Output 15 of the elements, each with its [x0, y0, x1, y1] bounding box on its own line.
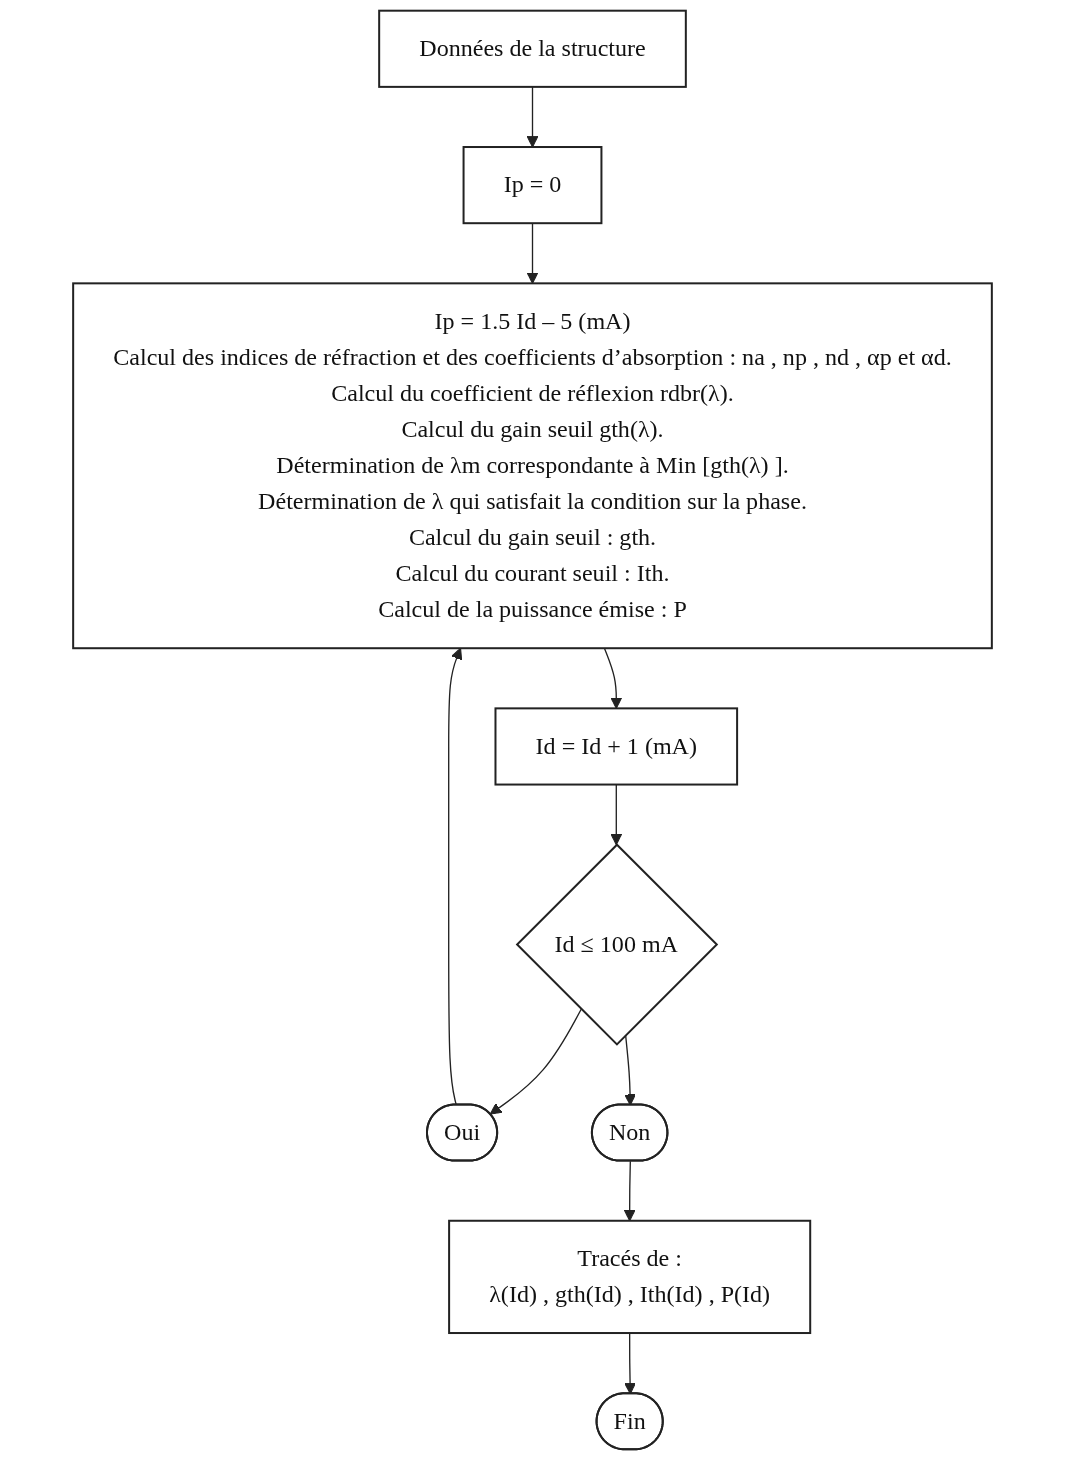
arrow: [526, 86, 539, 148]
arrow: [526, 222, 539, 284]
arrow: [624, 1034, 636, 1106]
node-box: Ip = 0: [462, 146, 603, 225]
node-diamond: Id ≤ 100 mA: [515, 843, 719, 1046]
node-box: Id = Id + 1 (mA): [494, 707, 739, 786]
arrow: [623, 1160, 636, 1222]
arrow: [489, 1008, 582, 1115]
arrow: [603, 647, 623, 709]
node-box: Données de la structure: [378, 9, 687, 88]
arrow: [624, 1332, 636, 1395]
node-box: Tracés de : λ(Id) , gth(Id) , Ith(Id) , P(Id): [448, 1219, 812, 1335]
arrow: [448, 647, 463, 1106]
node-box: Ip = 1.5 Id – 5 (mA) Calcul des indices de réfraction et des coefficients d’absorption : na , np , nd , αp et αd. Calcul du coefficient de réflexion rdbr(λ). Calcul du gain seuil gth(λ). Détermination de λm correspondante à Min [gth(λ) ]. Détermination de λ qui satisfait la condition sur la phase. Calcul du gain seuil : gth. Calcul du courant seuil : Ith. Calcul de la puissance émise : P: [72, 282, 993, 650]
arrow: [610, 783, 623, 846]
